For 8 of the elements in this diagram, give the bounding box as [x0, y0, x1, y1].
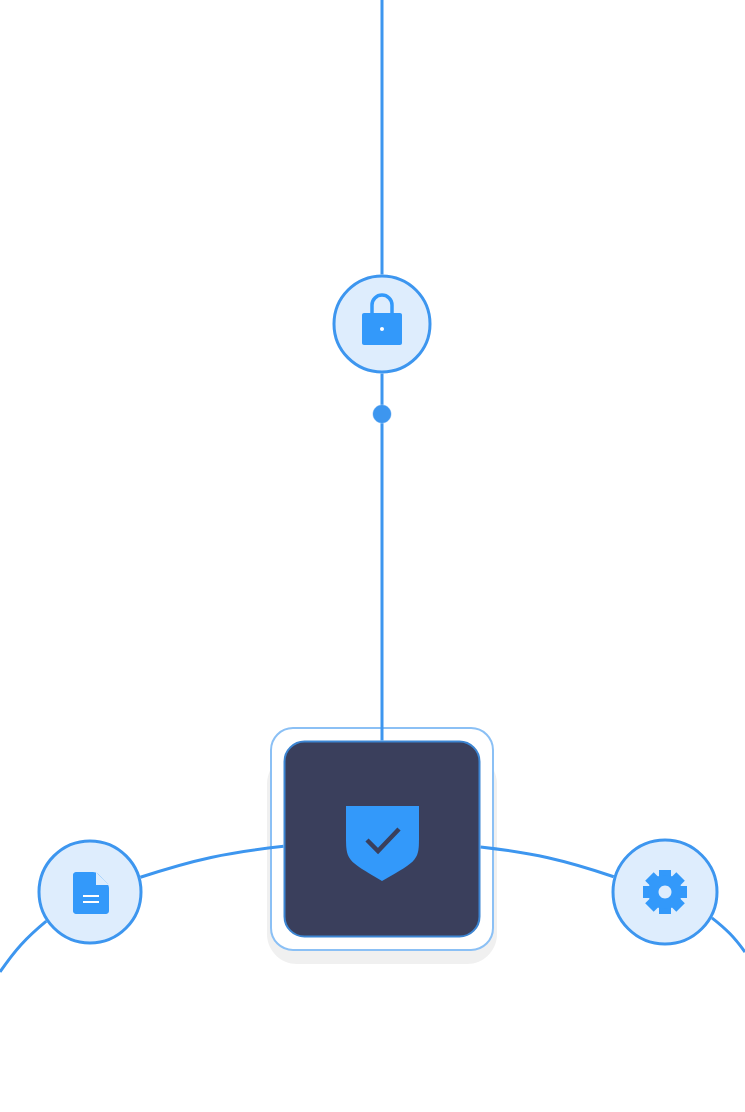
dot: [372, 404, 392, 424]
connector-line: [380, 373, 384, 405]
connector-line: [380, 423, 384, 741]
connector-line: [0, 919, 48, 973]
connector-line: [710, 916, 745, 953]
connector-line: [139, 844, 284, 879]
connector-line: [480, 845, 615, 879]
connector-line: [380, 0, 384, 275]
